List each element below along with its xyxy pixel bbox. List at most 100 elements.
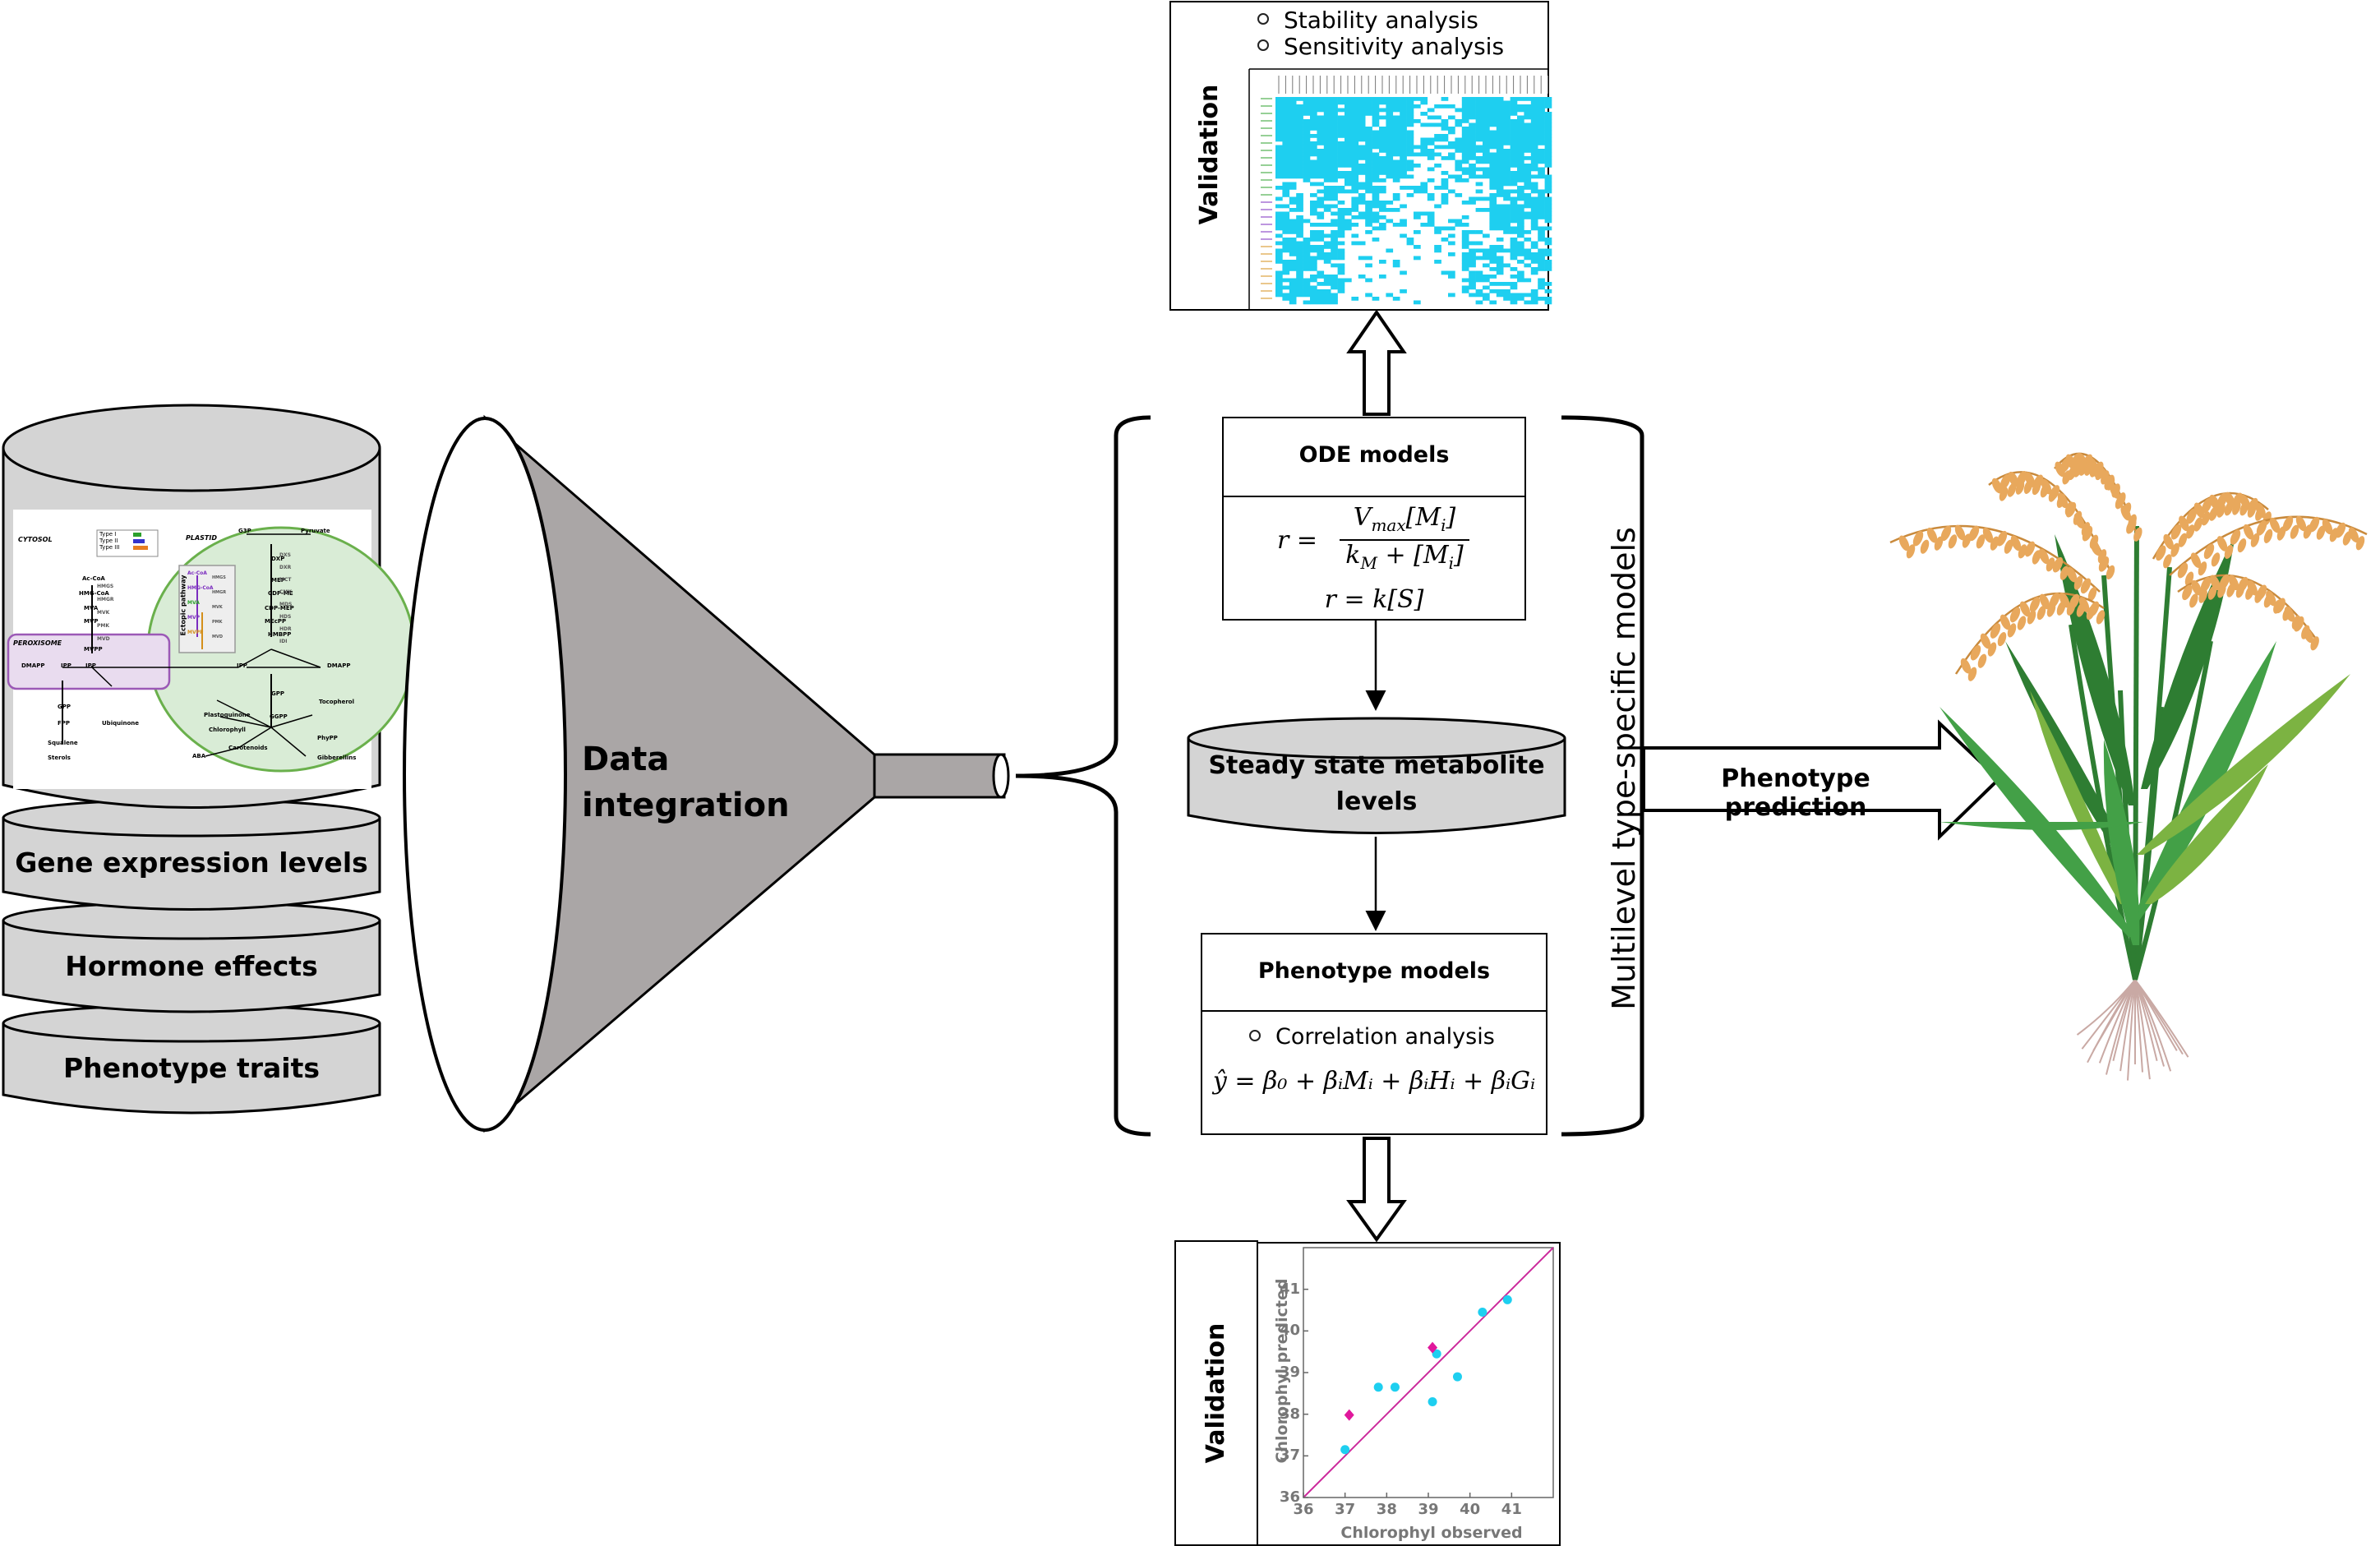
heatmap-cell xyxy=(1337,186,1345,190)
heatmap-cell xyxy=(1475,289,1483,293)
rice-grain xyxy=(2048,487,2058,502)
heatmap-cell xyxy=(1345,278,1352,283)
heatmap-cell xyxy=(1351,97,1359,101)
rice-grain xyxy=(2210,575,2221,591)
heatmap-cell xyxy=(1345,127,1352,131)
heatmap-cell xyxy=(1386,127,1394,131)
heatmap-cell xyxy=(1517,104,1524,108)
heatmap-cell xyxy=(1510,122,1518,127)
heatmap-cell xyxy=(1282,285,1290,290)
heatmap-cell xyxy=(1351,182,1359,187)
pathway-enzyme-plastid-5: HDS xyxy=(279,614,292,620)
heatmap-cell xyxy=(1345,97,1352,101)
heatmap-cell xyxy=(1282,108,1290,113)
heatmap-cell xyxy=(1400,156,1407,160)
heatmap-cell xyxy=(1289,134,1297,138)
heatmap-cell xyxy=(1337,130,1345,135)
heatmap-cell xyxy=(1289,226,1297,231)
rice-grain xyxy=(2294,616,2304,632)
rice-grain xyxy=(2200,576,2212,593)
arrow-up-to-validation[interactable] xyxy=(1346,309,1407,416)
heatmap-cell xyxy=(1317,201,1325,205)
heatmap-cell xyxy=(1496,208,1504,212)
rice-grain xyxy=(1999,487,2009,501)
heatmap-cell xyxy=(1427,149,1435,153)
heatmap-cell xyxy=(1475,189,1483,194)
heatmap-cell xyxy=(1358,156,1366,160)
heatmap-cell xyxy=(1483,119,1490,123)
heatmap-cell xyxy=(1530,245,1538,249)
heatmap-cell xyxy=(1503,215,1511,219)
heatmap-cell xyxy=(1365,211,1372,216)
rice-grain xyxy=(2232,492,2243,509)
heatmap-cell xyxy=(1510,149,1518,153)
heatmap-cell xyxy=(1400,289,1407,293)
heatmap-cell xyxy=(1386,145,1394,150)
scatter-identity-line xyxy=(1303,1247,1554,1498)
heatmap-cell xyxy=(1372,97,1380,101)
heatmap-cell xyxy=(1303,238,1311,242)
heatmap-cell xyxy=(1358,215,1366,219)
heatmap-cell xyxy=(1365,137,1372,142)
scatter-point-0-7 xyxy=(1502,1294,1512,1304)
pathway-node-plastid-16: PhyPP xyxy=(317,735,338,741)
heatmap-cell xyxy=(1524,115,1532,120)
heatmap-cell xyxy=(1275,167,1283,172)
heatmap-cell xyxy=(1434,204,1441,209)
heatmap-cell xyxy=(1489,97,1497,101)
heatmap-cell xyxy=(1282,112,1290,116)
heatmap-cell xyxy=(1483,196,1490,201)
heatmap-cell xyxy=(1538,252,1545,256)
heatmap-cell xyxy=(1317,223,1325,227)
steady-state-cylinder xyxy=(1187,717,1566,834)
heatmap-cell xyxy=(1358,119,1366,123)
heatmap-cell xyxy=(1469,270,1476,275)
arrow-phenotype-prediction[interactable] xyxy=(1642,719,2001,841)
heatmap-cell xyxy=(1331,141,1338,145)
heatmap-cell xyxy=(1351,174,1359,179)
heatmap-cell xyxy=(1303,241,1311,246)
heatmap-cell xyxy=(1351,137,1359,142)
heatmap-cell xyxy=(1379,100,1386,105)
heatmap-cell xyxy=(1275,196,1283,201)
heatmap-cell xyxy=(1317,127,1325,131)
pathway-node-ectopic-4: MVPP xyxy=(187,630,204,635)
heatmap-cell xyxy=(1538,119,1545,123)
heatmap-cell xyxy=(1323,145,1331,150)
heatmap-cell xyxy=(1538,152,1545,157)
heatmap-cell xyxy=(1427,122,1435,127)
arrow-down-to-validation[interactable] xyxy=(1346,1137,1407,1243)
rice-grain xyxy=(2038,548,2050,565)
heatmap-cell xyxy=(1530,293,1538,298)
heatmap-cell xyxy=(1524,256,1532,261)
heatmap-cell xyxy=(1461,149,1469,153)
heatmap-cell xyxy=(1524,112,1532,116)
heatmap-cell xyxy=(1475,241,1483,246)
pathway-node-ectopic-1: HMG-CoA xyxy=(187,585,214,591)
heatmap-cell xyxy=(1530,223,1538,227)
heatmap-cell xyxy=(1289,196,1297,201)
heatmap-cell xyxy=(1310,263,1317,268)
heatmap-cell xyxy=(1296,164,1303,168)
heatmap-cell xyxy=(1379,149,1386,153)
heatmap-cell xyxy=(1538,97,1545,101)
heatmap-cell xyxy=(1434,137,1441,142)
heatmap-cell xyxy=(1331,263,1338,268)
heatmap-cell xyxy=(1345,219,1352,224)
heatmap-cell xyxy=(1331,223,1338,227)
rice-grain xyxy=(2225,491,2235,508)
rice-grain xyxy=(2163,554,2172,569)
rice-grain xyxy=(2015,480,2025,495)
heatmap-cell xyxy=(1544,263,1552,268)
heatmap-cell xyxy=(1475,196,1483,201)
heatmap-cell xyxy=(1282,219,1290,224)
heatmap-cell xyxy=(1337,122,1345,127)
heatmap-cell xyxy=(1538,108,1545,113)
heatmap-cell xyxy=(1455,219,1463,224)
heatmap-cell xyxy=(1323,275,1331,279)
heatmap-cell xyxy=(1296,141,1303,145)
rice-grain xyxy=(2266,590,2276,607)
rice-grain xyxy=(2322,519,2333,535)
heatmap-cell xyxy=(1469,285,1476,290)
heatmap-cell xyxy=(1400,115,1407,120)
